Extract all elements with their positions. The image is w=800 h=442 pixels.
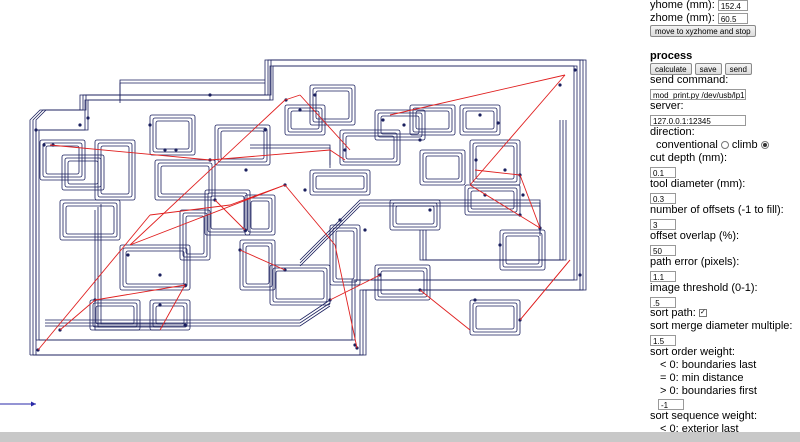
sort-path-checkbox[interactable]: ✓ xyxy=(698,309,707,318)
zhome-input[interactable]: 60.5 xyxy=(717,12,748,24)
threshold-input[interactable]: .5 xyxy=(650,296,676,308)
offsets-row: 3 xyxy=(650,217,676,231)
server-label: server: xyxy=(650,100,684,112)
cut-depth-row: 0.1 xyxy=(650,165,676,179)
path-error-row: 1.1 xyxy=(650,269,676,283)
yhome-label: yhome (mm): xyxy=(650,0,715,11)
yhome-row: yhome (mm): 152.4 xyxy=(650,0,748,12)
overlap-label: offset overlap (%): xyxy=(650,230,740,242)
order-weight-row: -1 xyxy=(658,397,684,411)
move-to-home-button[interactable]: move to xyzhome and stop xyxy=(650,25,756,38)
overlap-row: 50 xyxy=(650,243,676,257)
process-heading: process xyxy=(650,50,693,62)
tool-diameter-input[interactable]: 0.3 xyxy=(650,192,676,204)
climb-label: climb xyxy=(731,139,758,151)
travel-moves xyxy=(37,74,571,351)
offsets-input[interactable]: 3 xyxy=(650,218,676,230)
threshold-row: .5 xyxy=(650,295,676,309)
tool-diameter-label: tool diameter (mm): xyxy=(650,178,746,190)
direction-row: conventional climb xyxy=(650,138,769,152)
tool-diameter-row: 0.3 xyxy=(650,191,676,205)
order-hint-eq: = 0: min distance xyxy=(660,372,744,384)
sequence-hint-lt: < 0: exterior last xyxy=(660,423,739,432)
server-input[interactable]: 127.0.0.1:12345 xyxy=(650,114,746,126)
sort-path-row: sort path: ✓ xyxy=(650,306,707,320)
zhome-label: zhome (mm): xyxy=(650,12,715,24)
order-weight-label: sort order weight: xyxy=(650,346,735,358)
threshold-label: image threshold (0-1): xyxy=(650,282,758,294)
climb-radio[interactable] xyxy=(760,141,769,150)
move-row: move to xyzhome and stop xyxy=(650,24,756,38)
merge-label: sort merge diameter multiple: xyxy=(650,320,793,332)
send-command-label: send command: xyxy=(650,74,729,86)
zhome-row: zhome (mm): 60.5 xyxy=(650,11,748,25)
order-hint-gt: > 0: boundaries first xyxy=(660,385,757,397)
horizontal-scrollbar[interactable] xyxy=(0,432,800,442)
toolpath-drawing xyxy=(0,59,587,407)
control-panel: yhome (mm): 152.4 zhome (mm): 60.5 move … xyxy=(640,0,800,432)
path-error-label: path error (pixels): xyxy=(650,256,740,268)
path-error-input[interactable]: 1.1 xyxy=(650,270,676,282)
x-axis-indicator xyxy=(0,401,36,407)
order-weight-input[interactable]: -1 xyxy=(658,398,684,410)
cut-depth-label: cut depth (mm): xyxy=(650,152,728,164)
sort-path-label: sort path: xyxy=(650,307,696,319)
conventional-label: conventional xyxy=(656,139,718,151)
conventional-radio[interactable] xyxy=(720,141,729,150)
server-row: 127.0.0.1:12345 xyxy=(650,113,746,127)
merge-input[interactable]: 1.5 xyxy=(650,334,676,346)
cut-depth-input[interactable]: 0.1 xyxy=(650,166,676,178)
offsets-label: number of offsets (-1 to fill): xyxy=(650,204,784,216)
toolpath-canvas[interactable] xyxy=(0,0,640,432)
yhome-input[interactable]: 152.4 xyxy=(717,0,748,11)
sequence-weight-label: sort sequence weight: xyxy=(650,410,758,422)
send-command-row: mod_print.py /dev/usb/lp1 ';' xyxy=(650,87,746,101)
direction-label: direction: xyxy=(650,126,695,138)
send-command-input[interactable]: mod_print.py /dev/usb/lp1 ';' xyxy=(650,88,746,100)
send-button[interactable]: send xyxy=(724,63,752,76)
process-buttons: calculate save send xyxy=(650,62,752,76)
order-hint-lt: < 0: boundaries last xyxy=(660,359,757,371)
merge-row: 1.5 xyxy=(650,333,676,347)
overlap-input[interactable]: 50 xyxy=(650,244,676,256)
save-button[interactable]: save xyxy=(694,63,722,76)
